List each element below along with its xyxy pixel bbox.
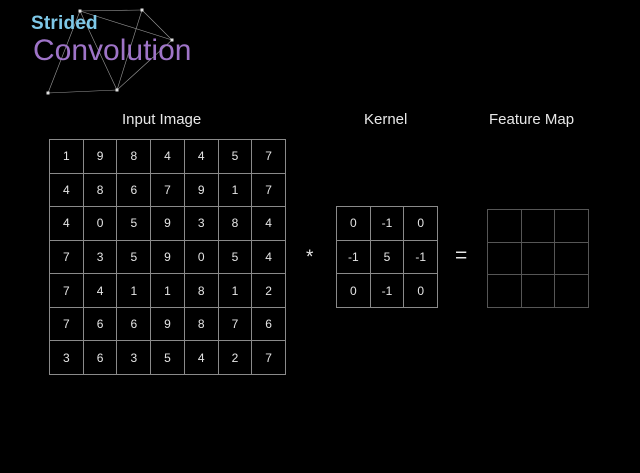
input_image-cell: 1 — [117, 274, 152, 308]
input_image-cell: 1 — [151, 274, 185, 308]
input_image-cell: 3 — [50, 341, 84, 375]
input_image-cell: 1 — [50, 140, 84, 174]
input_image-cell: 8 — [117, 140, 152, 174]
convolution-operator-symbol: * — [306, 247, 314, 268]
feature_map-cell — [555, 242, 589, 276]
equals-operator-symbol: = — [455, 244, 468, 267]
input_image-cell: 5 — [218, 240, 253, 275]
input_image-cell: 7 — [50, 274, 84, 308]
input_image-cell: 4 — [252, 207, 286, 241]
input_image-cell: 0 — [83, 207, 118, 241]
input_image-cell: 5 — [117, 240, 152, 275]
input_image-cell: 3 — [83, 240, 118, 275]
input_image-cell: 6 — [117, 173, 152, 208]
input_image-cell: 6 — [117, 307, 152, 342]
input_image-cell: 8 — [184, 307, 219, 342]
kernel-cell: 0 — [404, 274, 438, 308]
feature_map-cell — [521, 210, 556, 243]
kernel-cell: -1 — [370, 274, 405, 308]
input_image-cell: 5 — [218, 140, 253, 174]
feature_map-cell — [521, 275, 556, 308]
kernel-cell: 0 — [404, 207, 438, 241]
kernel-cell: -1 — [370, 207, 405, 241]
input_image-cell: 4 — [50, 207, 84, 241]
kernel-cell: 0 — [337, 207, 371, 241]
input_image-cell: 3 — [117, 341, 152, 375]
input_image-cell: 8 — [184, 274, 219, 308]
input_image-cell: 4 — [184, 140, 219, 174]
caption-input-image: Input Image — [122, 111, 202, 128]
input_image-cell: 7 — [252, 341, 286, 375]
input_image-cell: 5 — [151, 341, 185, 375]
feature-map-matrix — [487, 209, 589, 308]
input_image-cell: 6 — [83, 341, 118, 375]
feature_map-cell — [555, 275, 589, 308]
input_image-cell: 9 — [184, 173, 219, 208]
input_image-cell: 7 — [50, 240, 84, 275]
title-line-convolution: Convolution — [33, 34, 192, 67]
input_image-cell: 8 — [83, 173, 118, 208]
caption-kernel: Kernel — [364, 111, 408, 128]
input_image-cell: 4 — [252, 240, 286, 275]
kernel-cell: -1 — [337, 240, 371, 275]
input_image-cell: 5 — [117, 207, 152, 241]
input_image-cell: 7 — [252, 140, 286, 174]
input_image-cell: 1 — [218, 274, 253, 308]
input_image-cell: 7 — [151, 173, 185, 208]
kernel-cell: 5 — [370, 240, 405, 275]
feature_map-cell — [555, 210, 589, 243]
title-line-strided: Strided — [31, 13, 98, 34]
input_image-cell: 7 — [252, 173, 286, 208]
input_image-cell: 3 — [184, 207, 219, 241]
input_image-cell: 2 — [218, 341, 253, 375]
input_image-cell: 9 — [151, 307, 185, 342]
feature_map-cell — [521, 242, 556, 276]
input_image-cell: 7 — [218, 307, 253, 342]
input_image-cell: 9 — [151, 240, 185, 275]
input_image-cell: 9 — [83, 140, 118, 174]
input_image-cell: 2 — [252, 274, 286, 308]
input_image-cell: 8 — [218, 207, 253, 241]
caption-feature-map: Feature Map — [489, 111, 575, 128]
input_image-cell: 6 — [252, 307, 286, 342]
page-title: Strided Convolution — [31, 14, 191, 66]
input_image-cell: 9 — [151, 207, 185, 241]
kernel-cell: 0 — [337, 274, 371, 308]
input_image-cell: 0 — [184, 240, 219, 275]
feature_map-cell — [488, 242, 522, 276]
input_image-cell: 1 — [218, 173, 253, 208]
input_image-cell: 4 — [184, 341, 219, 375]
kernel-cell: -1 — [404, 240, 438, 275]
feature_map-cell — [488, 210, 522, 243]
feature_map-cell — [488, 275, 522, 308]
input_image-cell: 6 — [83, 307, 118, 342]
input_image-cell: 4 — [83, 274, 118, 308]
input_image-cell: 7 — [50, 307, 84, 342]
input_image-cell: 4 — [50, 173, 84, 208]
input_image-cell: 4 — [151, 140, 185, 174]
